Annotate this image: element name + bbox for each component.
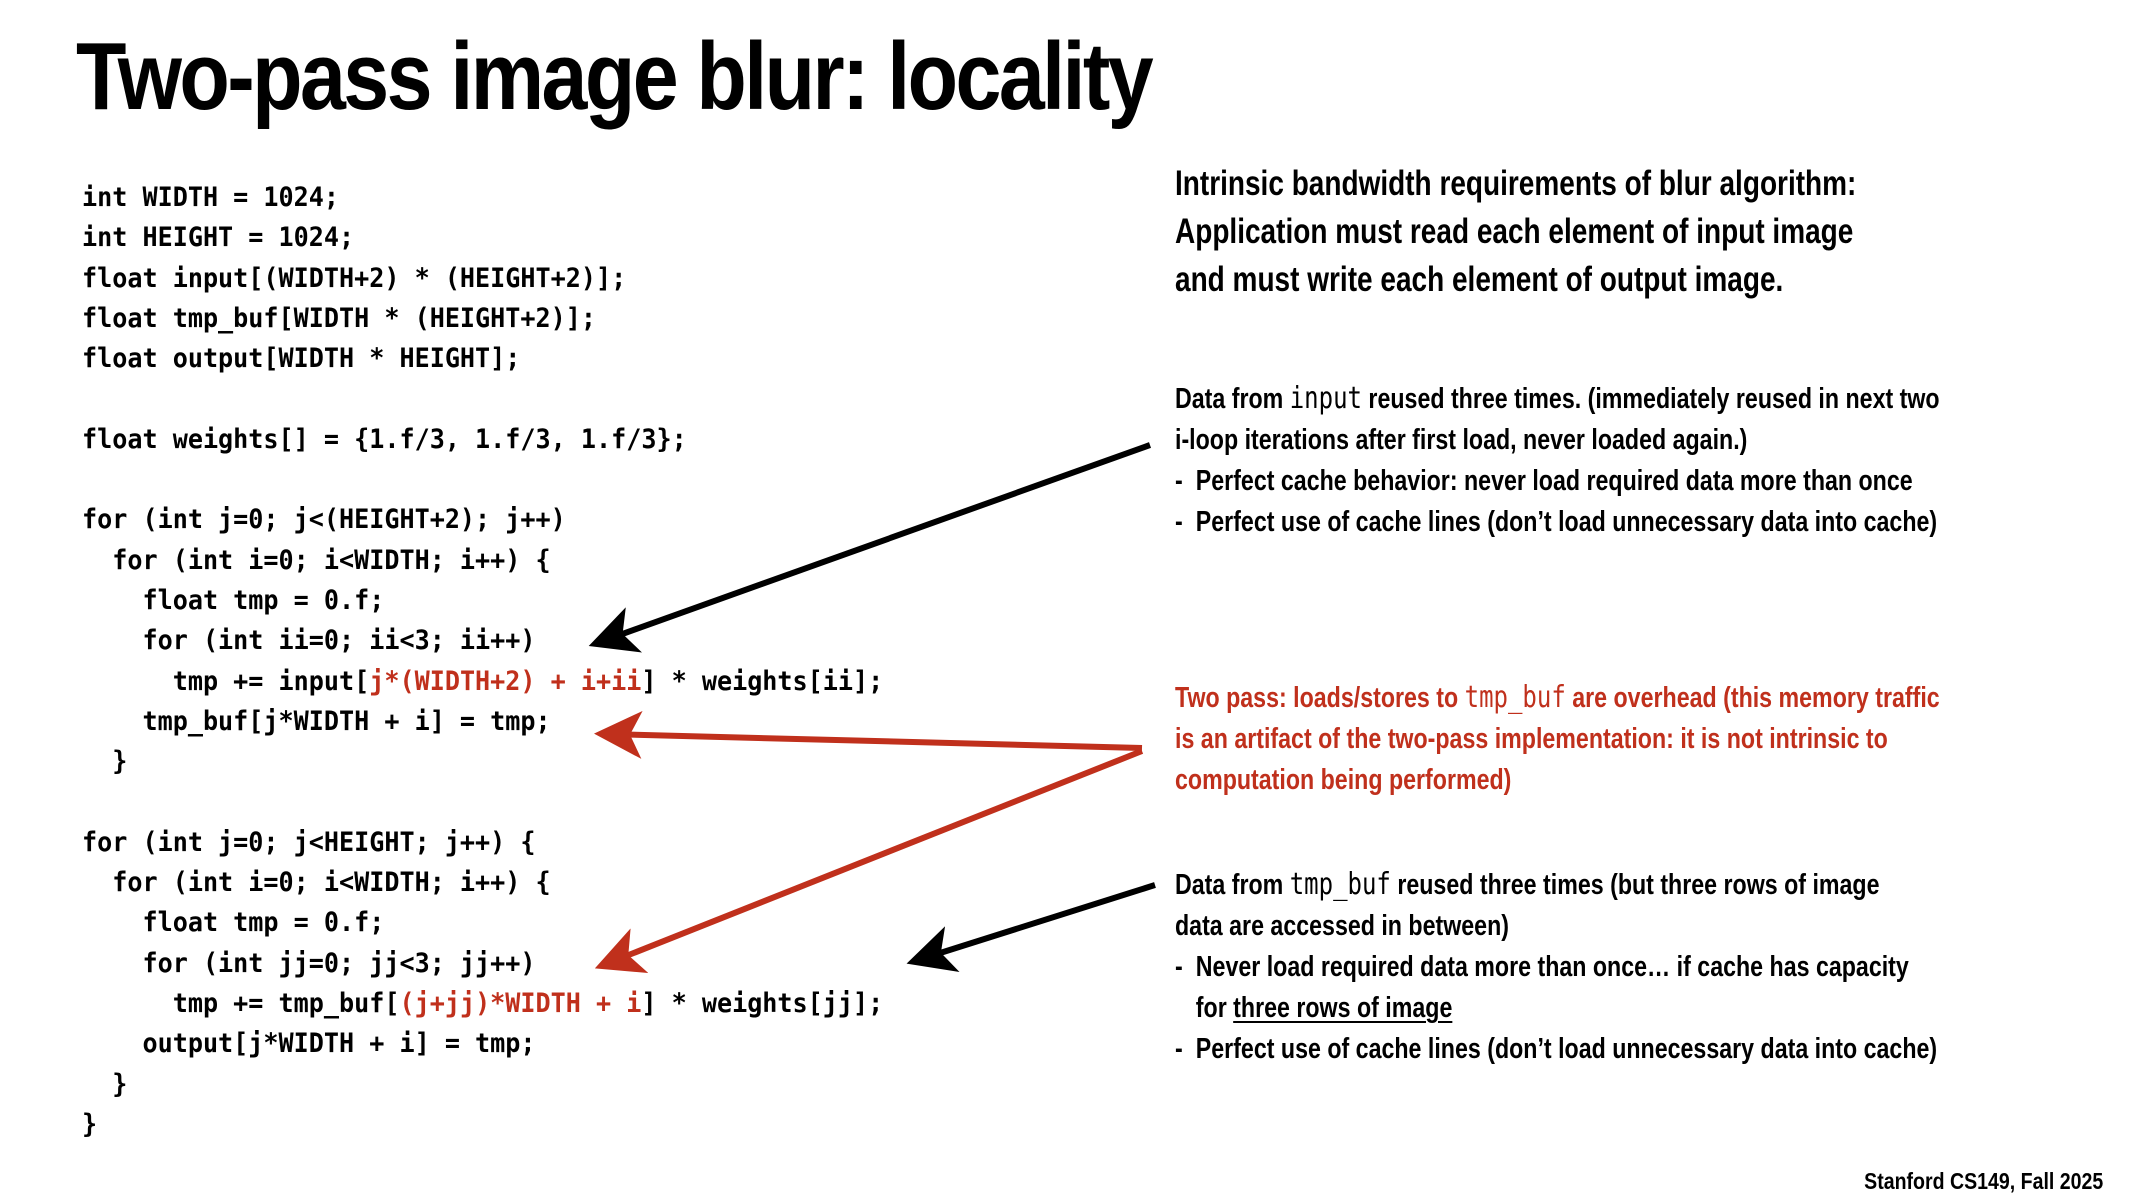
note-line: data are accessed in between) <box>1175 910 1509 942</box>
code-line: tmp += tmp_buf[(j+jj)*WIDTH + i] * weigh… <box>82 984 884 1024</box>
code-line <box>82 782 883 822</box>
slide-title: Two-pass image blur: locality <box>76 23 1154 130</box>
code-text: tmp += input[ <box>82 665 370 697</box>
bullet-item: -Perfect use of cache lines (don’t load … <box>1175 1029 1937 1070</box>
code-text: float tmp = 0.f; <box>82 907 385 939</box>
note-line: Two pass: loads/stores to tmp_buf are ov… <box>1175 677 1940 719</box>
bullet-dash: - <box>1175 506 1183 538</box>
tmp-buf-reuse-note: Data from tmp_buf reused three times (bu… <box>1175 864 1937 1070</box>
code-line: for (int i=0; i<WIDTH; i++) { <box>82 541 883 581</box>
two-pass-overhead-note: Two pass: loads/stores to tmp_buf are ov… <box>1175 677 1940 801</box>
code-text: for (int i=0; i<WIDTH; i++) { <box>82 544 551 576</box>
code-text: tmp += tmp_buf[ <box>82 987 400 1019</box>
code-text: float input[(WIDTH+2) * (HEIGHT+2)]; <box>82 262 627 294</box>
bullet-dash: - <box>1175 1033 1183 1065</box>
note-text: Data from <box>1175 869 1290 901</box>
code-text: int WIDTH = 1024; <box>82 182 339 213</box>
code-line: for (int j=0; j<HEIGHT; j++) { <box>82 823 883 863</box>
code-text: for (int jj=0; jj<3; jj++) <box>82 947 536 979</box>
code-text: float tmp_buf[WIDTH * (HEIGHT+2)]; <box>82 302 596 334</box>
bullet-text: for <box>1195 992 1234 1024</box>
note-line: i-loop iterations after first load, neve… <box>1175 424 1748 456</box>
code-line: } <box>82 1105 883 1145</box>
intro-line: Application must read each element of in… <box>1175 212 1854 251</box>
code-line: int WIDTH = 1024; <box>82 178 883 218</box>
code-ref-input: input <box>1289 381 1362 416</box>
code-line: for (int ii=0; ii<3; ii++) <box>82 621 883 661</box>
bullet-continuation: for three rows of image <box>1175 988 1937 1029</box>
code-highlight: j*(WIDTH+2) + i+ii <box>369 665 642 697</box>
bullet-text: Never load required data more than once…… <box>1195 951 1909 983</box>
code-ref-tmp-buf: tmp_buf <box>1464 680 1566 715</box>
note-text: reused three times (but three rows of im… <box>1390 869 1880 901</box>
code-line <box>82 460 883 500</box>
code-line: float weights[] = {1.f/3, 1.f/3, 1.f/3}; <box>82 420 883 460</box>
code-text: } <box>82 1068 128 1100</box>
code-line: float tmp = 0.f; <box>82 581 883 621</box>
code-line: for (int i=0; i<WIDTH; i++) { <box>82 863 883 903</box>
bullet-dash: - <box>1175 465 1183 497</box>
code-block: int WIDTH = 1024; int HEIGHT = 1024; float… <box>82 178 883 1145</box>
bullet-text: Perfect use of cache lines (don’t load u… <box>1195 506 1938 538</box>
code-line: float tmp = 0.f; <box>82 903 883 943</box>
code-text: tmp_buf[j*WIDTH + i] = tmp; <box>82 705 551 737</box>
code-line: float output[WIDTH * HEIGHT]; <box>82 339 883 379</box>
note-line: computation being performed) <box>1175 764 1512 796</box>
bullet-item: -Never load required data more than once… <box>1175 947 1937 988</box>
code-text: float tmp = 0.f; <box>82 584 385 616</box>
code-line: float input[(WIDTH+2) * (HEIGHT+2)]; <box>82 259 883 299</box>
code-text: } <box>82 1108 98 1140</box>
underlined-emphasis: three rows of image <box>1233 992 1453 1024</box>
code-text: for (int i=0; i<WIDTH; i++) { <box>82 867 551 899</box>
code-text: ] * weights[ii]; <box>641 665 884 697</box>
note-line: Data from tmp_buf reused three times (bu… <box>1175 864 1937 906</box>
intro-line: Intrinsic bandwidth requirements of blur… <box>1175 164 1857 203</box>
code-text: output[j*WIDTH + i] = tmp; <box>82 1028 536 1060</box>
bullet-text: Perfect cache behavior: never load requi… <box>1195 465 1913 497</box>
code-line: tmp += input[j*(WIDTH+2) + i+ii] * weigh… <box>82 662 884 702</box>
code-highlight: (j+jj)*WIDTH + i <box>399 987 642 1019</box>
code-line: } <box>82 1065 883 1105</box>
code-line: for (int j=0; j<(HEIGHT+2); j++) <box>82 500 883 540</box>
input-reuse-note: Data from input reused three times. (imm… <box>1175 378 1940 543</box>
code-text: float weights[] = {1.f/3, 1.f/3, 1.f/3}; <box>82 423 687 455</box>
code-line: output[j*WIDTH + i] = tmp; <box>82 1024 883 1064</box>
code-text: for (int j=0; j<HEIGHT; j++) { <box>82 826 536 858</box>
note-line: is an artifact of the two-pass implement… <box>1175 723 1888 755</box>
bullet-dash: - <box>1175 951 1183 983</box>
intro-line: and must write each element of output im… <box>1175 260 1784 299</box>
code-text: for (int j=0; j<(HEIGHT+2); j++) <box>82 504 566 536</box>
note-line: Data from input reused three times. (imm… <box>1175 378 1940 420</box>
course-footer: Stanford CS149, Fall 2025 <box>1863 1168 2103 1194</box>
intro-paragraph: Intrinsic bandwidth requirements of blur… <box>1175 160 1856 304</box>
code-ref-tmp-buf: tmp_buf <box>1289 867 1391 902</box>
bullet-item: -Perfect use of cache lines (don’t load … <box>1175 502 1940 543</box>
bullet-item: -Perfect cache behavior: never load requ… <box>1175 461 1940 502</box>
code-text: ] * weights[jj]; <box>641 987 884 1019</box>
code-text: for (int ii=0; ii<3; ii++) <box>82 625 536 657</box>
bullet-text: Perfect use of cache lines (don’t load u… <box>1195 1033 1938 1065</box>
code-text: } <box>82 746 128 778</box>
code-line: for (int jj=0; jj<3; jj++) <box>82 944 883 984</box>
code-text: int HEIGHT = 1024; <box>82 222 355 254</box>
code-line: float tmp_buf[WIDTH * (HEIGHT+2)]; <box>82 299 883 339</box>
code-line: int HEIGHT = 1024; <box>82 218 883 258</box>
code-line: tmp_buf[j*WIDTH + i] = tmp; <box>82 702 883 742</box>
arrow-tmp-buf-reuse <box>906 882 1156 973</box>
note-text: Two pass: loads/stores to <box>1175 682 1465 714</box>
code-text: float output[WIDTH * HEIGHT]; <box>82 343 521 375</box>
note-text: Data from <box>1175 383 1290 415</box>
note-text: reused three times. (immediately reused … <box>1361 383 1940 415</box>
code-line <box>82 379 883 419</box>
note-text: are overhead (this memory traffic <box>1565 682 1940 714</box>
code-line: } <box>82 742 883 782</box>
